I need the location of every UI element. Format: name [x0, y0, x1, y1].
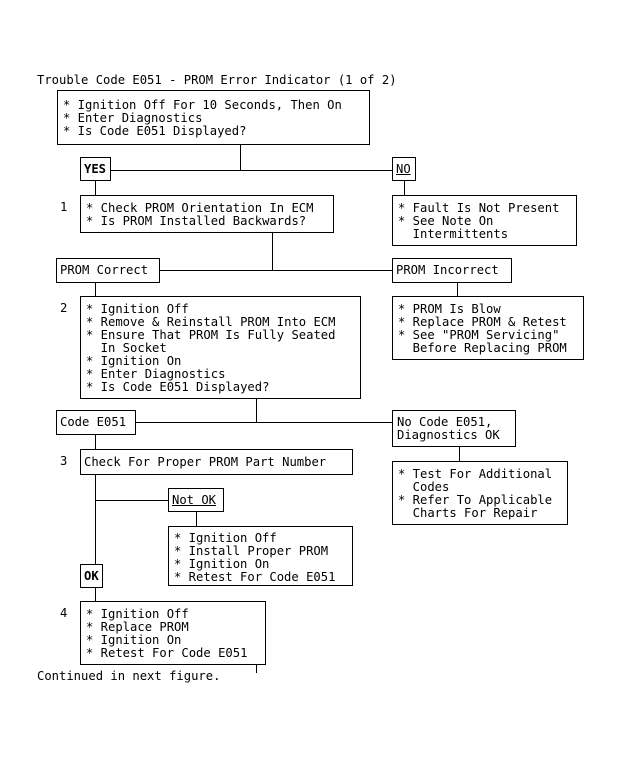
ok-label: OK	[80, 564, 103, 588]
connector-line	[95, 435, 96, 449]
step2-box: * Ignition Off * Remove & Reinstall PROM…	[80, 296, 361, 399]
start-line: * Is Code E051 Displayed?	[63, 124, 247, 138]
prom-incorrect-box: * PROM Is Blow * Replace PROM & Retest *…	[392, 296, 584, 360]
yes-label: YES	[80, 157, 111, 181]
connector-line	[95, 475, 96, 565]
step1-line: * Is PROM Installed Backwards?	[86, 214, 307, 228]
connector-line	[95, 588, 96, 601]
no-code-box-line: Charts For Repair	[398, 506, 538, 520]
prom-incorrect-line: * PROM Is Blow	[398, 302, 501, 316]
step4-line: * Ignition Off	[86, 607, 189, 621]
no-code-label-line: Diagnostics OK	[397, 428, 500, 442]
step2-line: * Ignition Off	[86, 302, 189, 316]
step4-line: * Retest For Code E051	[86, 646, 248, 660]
start-box: * Ignition Off For 10 Seconds, Then On *…	[57, 90, 370, 145]
connector-line	[404, 181, 405, 195]
not-ok-label: Not OK	[168, 488, 224, 512]
no-code-box-line: * Test For Additional	[398, 467, 553, 481]
prom-incorrect-line: * Replace PROM & Retest	[398, 315, 567, 329]
connector-line	[272, 233, 273, 271]
no-code-box: * Test For Additional Codes * Refer To A…	[392, 461, 568, 525]
connector-line	[256, 399, 257, 423]
prom-incorrect-line: Before Replacing PROM	[398, 341, 567, 355]
no-box-line: * Fault Is Not Present	[398, 201, 560, 215]
connector-line	[160, 270, 393, 271]
connector-line	[95, 283, 96, 296]
not-ok-line: * Ignition On	[174, 557, 270, 571]
step3-line: Check For Proper PROM Part Number	[84, 455, 327, 469]
connector-line	[256, 665, 257, 673]
step-number: 2	[60, 301, 68, 315]
connector-line	[95, 181, 96, 195]
step2-line: * Enter Diagnostics	[86, 367, 226, 381]
step1-box: * Check PROM Orientation In ECM * Is PRO…	[80, 195, 334, 233]
step2-line: In Socket	[86, 341, 167, 355]
step-number: 3	[60, 454, 68, 468]
connector-line	[110, 170, 392, 171]
start-line: * Enter Diagnostics	[63, 111, 203, 125]
no-box-line: * See Note On	[398, 214, 494, 228]
diagram-title: Trouble Code E051 - PROM Error Indicator…	[37, 73, 397, 87]
connector-line	[196, 512, 197, 526]
step2-line: * Is Code E051 Displayed?	[86, 380, 270, 394]
step-number: 1	[60, 200, 68, 214]
no-code-label-line: No Code E051,	[397, 415, 493, 429]
step1-line: * Check PROM Orientation In ECM	[86, 201, 314, 215]
not-ok-box: * Ignition Off * Install Proper PROM * I…	[168, 526, 353, 586]
start-line: * Ignition Off For 10 Seconds, Then On	[63, 98, 342, 112]
not-ok-line: * Ignition Off	[174, 531, 277, 545]
code-e051-label: Code E051	[56, 410, 136, 435]
no-box-line: Intermittents	[398, 227, 509, 241]
prom-correct-label: PROM Correct	[56, 258, 160, 283]
step2-line: * Ignition On	[86, 354, 182, 368]
step4-line: * Replace PROM	[86, 620, 189, 634]
no-code-box-line: * Refer To Applicable	[398, 493, 553, 507]
not-ok-line: * Retest For Code E051	[174, 570, 336, 584]
connector-line	[95, 500, 169, 501]
step2-line: * Ensure That PROM Is Fully Seated	[86, 328, 336, 342]
footer-text: Continued in next figure.	[37, 669, 221, 683]
no-label: NO	[392, 157, 416, 181]
step2-line: * Remove & Reinstall PROM Into ECM	[86, 315, 336, 329]
connector-line	[240, 145, 241, 170]
connector-line	[457, 283, 458, 296]
prom-incorrect-line: * See "PROM Servicing"	[398, 328, 560, 342]
no-box: * Fault Is Not Present * See Note On Int…	[392, 195, 577, 246]
prom-incorrect-label: PROM Incorrect	[392, 258, 512, 283]
no-code-box-line: Codes	[398, 480, 450, 494]
no-code-label: No Code E051, Diagnostics OK	[392, 410, 516, 447]
step-number: 4	[60, 606, 68, 620]
connector-line	[459, 447, 460, 461]
not-ok-line: * Install Proper PROM	[174, 544, 329, 558]
connector-line	[136, 422, 393, 423]
step4-line: * Ignition On	[86, 633, 182, 647]
step3-box: Check For Proper PROM Part Number	[80, 449, 353, 475]
step4-box: * Ignition Off * Replace PROM * Ignition…	[80, 601, 266, 665]
